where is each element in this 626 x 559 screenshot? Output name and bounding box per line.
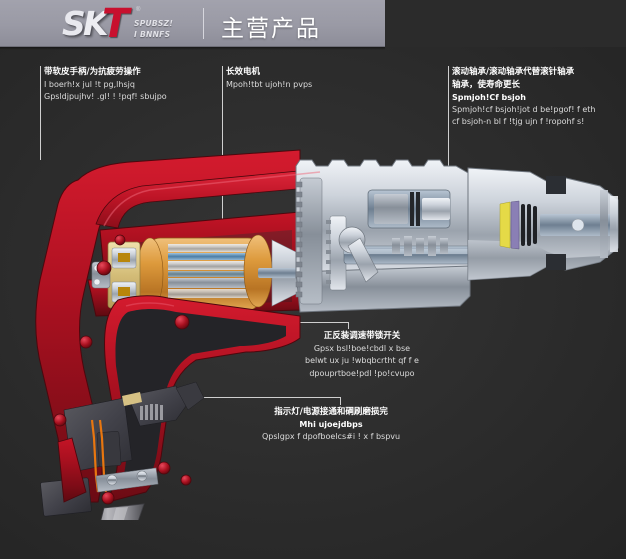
brush-contact-lower xyxy=(118,287,130,296)
header-shadow xyxy=(0,47,385,50)
callout-handle-line-1: I boerh!x jul !t pg,lhsjq xyxy=(44,79,135,89)
callout-handle: 带软皮手柄/为抗疲劳操作 I boerh!x jul !t pg,lhsjq G… xyxy=(44,66,167,104)
motor-band-silver-3 xyxy=(168,278,254,288)
seal-ring-1 xyxy=(521,204,525,246)
callout-handle-title: 带软皮手柄/为抗疲劳操作 xyxy=(44,67,141,77)
page-header: S K T ® SPUBSZ! I BNNFS 主营产品 xyxy=(0,0,385,47)
seal-ring-2 xyxy=(527,204,531,246)
callout-switch-line-3: dpouprtboe!pdl !po!cvupo xyxy=(309,368,415,378)
handle-cavity xyxy=(115,309,286,490)
callout-bearing-line-3: cf bsjoh-n bl f !tjg ujn f !ropohf s! xyxy=(452,117,585,127)
logo-letter-s: S xyxy=(62,4,86,43)
callout-switch-title: 正反装调速带锁开关 xyxy=(323,331,401,341)
motor-band-silver-2 xyxy=(168,261,254,270)
brush-contact-upper xyxy=(118,253,130,262)
housing-screws xyxy=(53,234,192,505)
connecting-rod xyxy=(347,237,379,283)
callout-bearing-title: 滚动轴承/滚动轴承代替滚针轴承 xyxy=(452,67,575,77)
chuck-housing-lower-shade xyxy=(468,240,618,280)
handle-highlight xyxy=(125,302,175,307)
switch-contacts xyxy=(140,404,163,420)
hammer-piston xyxy=(374,194,408,224)
callout-led-line-2: Qpslgpx f dpofboelcs#i ! x f bspvu xyxy=(262,432,401,442)
page-title: 主营产品 xyxy=(221,16,321,42)
chuck-nose-ring-2 xyxy=(610,196,618,252)
motor-shaft xyxy=(258,268,306,278)
gear-train-small xyxy=(392,236,448,256)
hammer-seal-2 xyxy=(416,192,420,226)
callout-led-line-1: Mhi ujoejdbps xyxy=(299,419,363,429)
callout-motor: 长效电机 Mpoh!tbt ujoh!n pvps xyxy=(226,66,312,91)
rear-grip-cap xyxy=(57,437,87,503)
registered-trademark-icon: ® xyxy=(136,7,141,13)
logo-mark: S K T ® SPUBSZ! I BNNFS xyxy=(62,1,173,47)
hammer-seal-1 xyxy=(410,192,414,226)
hammer-ram xyxy=(422,198,450,220)
callout-bearing-line-1: Spmjoh!Cf bsjoh xyxy=(452,92,526,102)
callout-bearing: 滚动轴承/滚动轴承代替滚针轴承 轴承，使寿命更长 Spmjoh!Cf bsjoh… xyxy=(452,66,595,129)
logo-subtext: SPUBSZ! I BNNFS xyxy=(134,19,174,39)
callout-motor-title: 长效电机 xyxy=(226,67,261,77)
motor-band-silver-1 xyxy=(168,244,254,252)
seal-purple xyxy=(510,200,520,250)
motor-band-silver-4 xyxy=(168,289,254,298)
leader-line-led-vertical xyxy=(340,397,341,405)
logo-letter-k: K xyxy=(83,4,109,43)
trigger-arm xyxy=(175,381,205,411)
brand-logo: S K T ® SPUBSZ! I BNNFS xyxy=(62,1,173,47)
wire-brass-tab xyxy=(122,392,142,406)
callout-motor-line-1: Mpoh!tbt ujoh!n pvps xyxy=(226,79,313,89)
rear-bearing-ball-2 xyxy=(93,278,101,286)
callout-switch: 正反装调速带锁开关 Gpsx bsl!boe!cbdl x bse belwt … xyxy=(305,330,419,380)
callout-led: 指示灯/电源接通和碙刷磨损完 Mhi ujoejdbps Qpslgpx f d… xyxy=(262,406,400,444)
crown-gear xyxy=(295,177,323,305)
callout-bearing-line-2: Spmjoh!cf bsjoh!jot d be!pgof! f eth xyxy=(452,104,596,114)
leader-line-led-horizontal xyxy=(150,397,340,398)
callout-switch-line-2: belwt ux ju !wbqbcrtht qf f e xyxy=(305,356,419,366)
leader-line-switch-vertical xyxy=(348,322,349,329)
motor-band-blue-2 xyxy=(168,271,254,277)
leader-line-handle xyxy=(40,66,41,160)
barrel-void-2 xyxy=(546,254,566,270)
header-divider xyxy=(203,8,204,39)
body-highlight-top xyxy=(103,171,321,227)
suppressor-block xyxy=(96,431,122,467)
seal-ring-3 xyxy=(533,206,537,244)
seal-yellow xyxy=(499,201,511,249)
chuck-nose-ring-1 xyxy=(600,190,608,258)
power-cord-boot-hilite xyxy=(112,507,128,520)
callout-handle-line-2: Gpsldjpujhv! .gl! ! !pqf! sbujpo xyxy=(44,92,167,102)
chuck-detent-ball xyxy=(571,218,585,232)
callout-bearing-title-2: 轴承，使寿命更长 xyxy=(452,79,521,90)
logo-letter-t: T xyxy=(102,1,130,47)
callout-led-title: 指示灯/电源接通和碙刷磨损完 xyxy=(274,407,388,417)
leader-line-motor xyxy=(222,66,223,219)
leader-line-bearing xyxy=(448,66,449,190)
barrel-void-1 xyxy=(546,176,566,194)
callout-switch-line-1: Gpsx bsl!boe!cbdl x bse xyxy=(313,343,411,353)
drill-illustration xyxy=(35,149,619,520)
motor-band-blue-1 xyxy=(168,253,254,260)
